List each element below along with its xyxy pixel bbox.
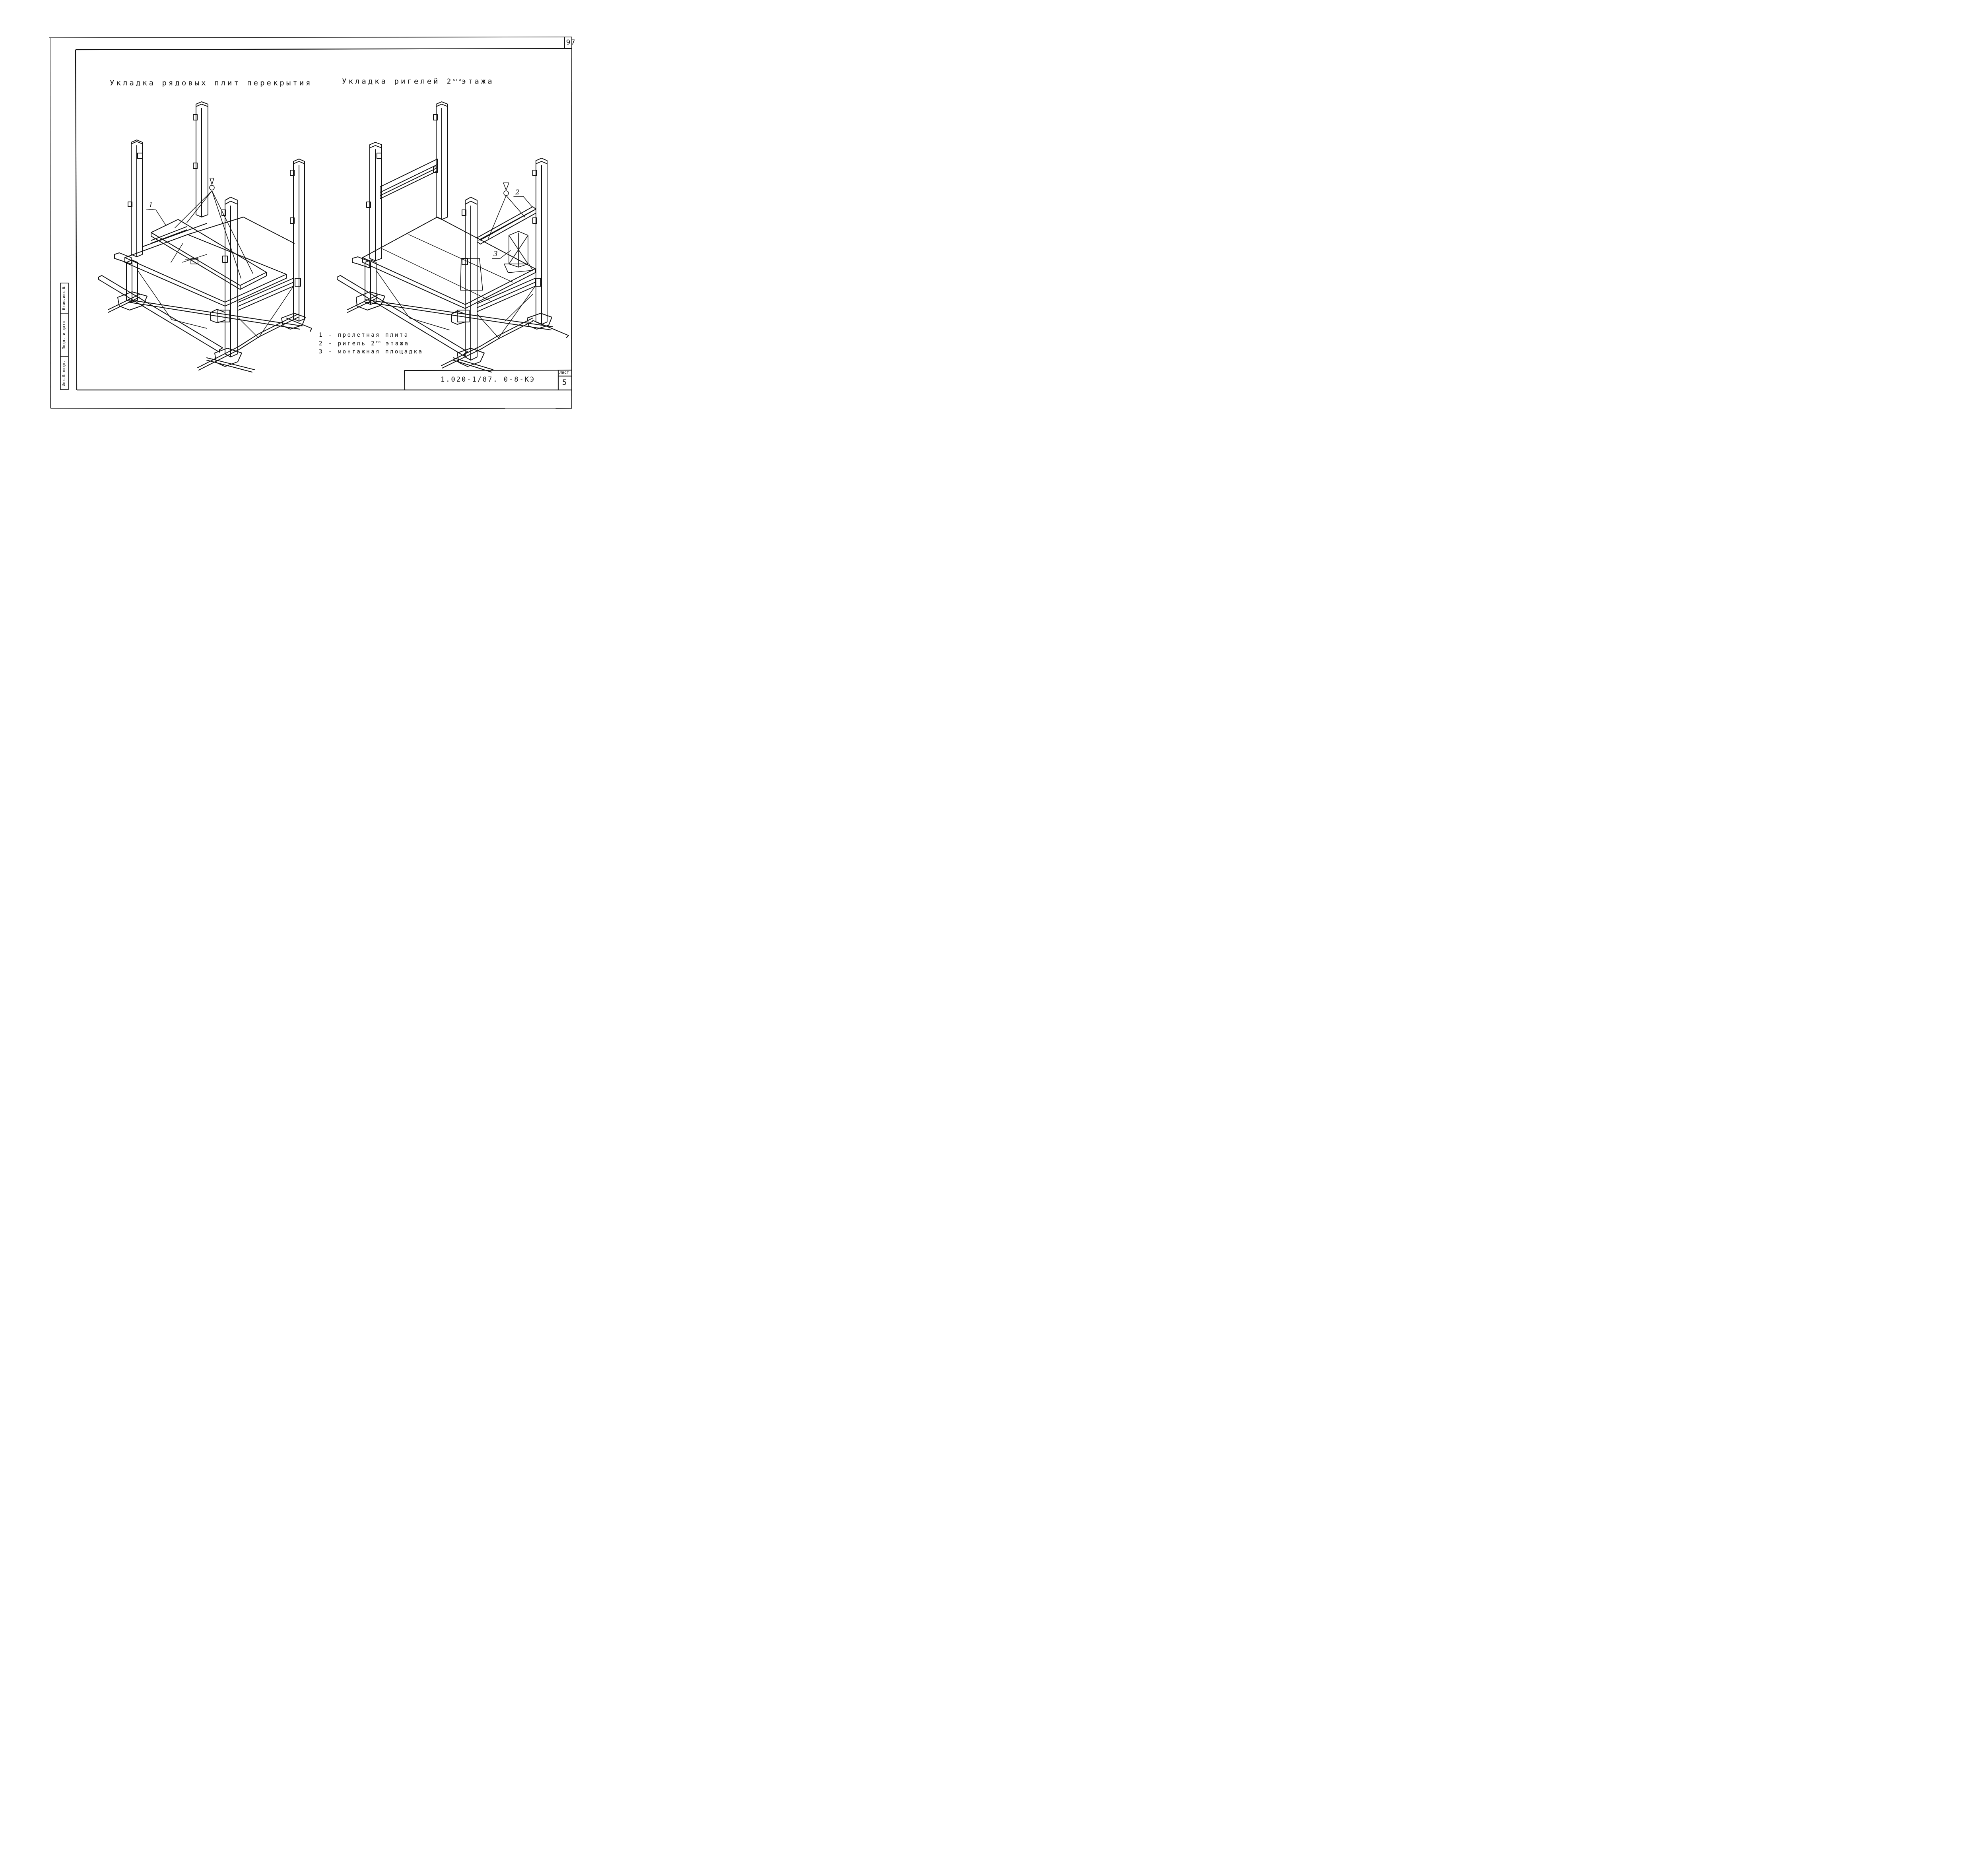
sheet-number: 5 <box>562 378 567 387</box>
drawing-sheet <box>49 37 572 409</box>
left-braces <box>137 270 294 338</box>
callout-3: 3 <box>493 250 498 258</box>
right-title-suffix: этажа <box>461 77 494 86</box>
right-title-prefix: Укладка ригелей 2 <box>342 77 453 86</box>
right-frame-drawing <box>337 101 569 372</box>
stamp-inv-number: Инв.№ подл. <box>61 357 68 390</box>
left-column-front-left <box>126 260 138 303</box>
left-column-back-left <box>128 140 143 257</box>
left-column-back-right <box>290 159 305 322</box>
legend-item-2-prefix: 2 - ригель 2 <box>319 340 376 347</box>
left-drawing-title: Укладка рядовых плит перекрытия <box>110 79 313 87</box>
right-installed-rigel <box>380 159 438 199</box>
right-title-sup: ого <box>453 78 462 82</box>
inner-frame <box>75 48 572 391</box>
left-slings <box>175 178 253 279</box>
title-block <box>404 369 572 390</box>
legend-item-3: 3 - монтажная площадка <box>319 349 423 355</box>
callout-2: 2 <box>515 188 520 196</box>
right-lifted-rigel <box>477 206 536 244</box>
right-column-front-left <box>365 260 377 305</box>
right-assembly-platform <box>460 231 533 291</box>
right-rigels <box>352 256 536 325</box>
binding-stamp <box>60 283 69 390</box>
stamp-sign-date-text: Подп. и дата <box>62 320 66 349</box>
right-slings <box>488 182 525 239</box>
legend-item-2: 2 - ригель 2го этажа <box>319 340 410 347</box>
legend-item-1: 1 - пролетная плита <box>319 332 409 338</box>
stamp-inv-number-text: Инв.№ подл. <box>62 360 67 386</box>
right-floor-slab <box>362 217 536 309</box>
left-column-front-right <box>217 197 238 357</box>
document-code: 1.020-1/87. 0-8-КЭ <box>441 376 536 384</box>
left-frame-drawing <box>98 101 312 372</box>
left-panel-seams <box>171 243 207 264</box>
right-column-back-left <box>366 142 382 261</box>
callout-1: 1 <box>149 201 153 209</box>
left-footings <box>117 291 306 367</box>
right-column-front-right <box>457 197 478 361</box>
right-drawing-title: Укладка ригелей 2огоэтажа <box>342 78 494 86</box>
legend-item-2-sup: го <box>376 340 381 344</box>
right-ground-beams <box>337 275 569 372</box>
page-number: 97 <box>566 39 576 47</box>
left-suspended-slab <box>151 219 267 290</box>
left-rigels <box>114 226 294 323</box>
stamp-sign-date: Подп. и дата <box>61 313 68 357</box>
stamp-replace-inv-text: Взам.инв.№ <box>62 286 66 310</box>
right-column-back-right <box>532 158 547 325</box>
outer-frame <box>49 37 572 409</box>
left-callout-leader <box>146 209 167 226</box>
right-callout-leaders <box>492 196 532 259</box>
left-column-back-center <box>193 101 208 217</box>
sheet-label: Лист <box>559 370 569 375</box>
stamp-replace-inv: Взам.инв.№ <box>61 283 68 313</box>
right-column-back-center <box>433 101 448 220</box>
legend-item-2-suffix: этажа <box>381 340 410 347</box>
right-braces <box>376 270 536 338</box>
left-ground-beams <box>98 275 312 372</box>
